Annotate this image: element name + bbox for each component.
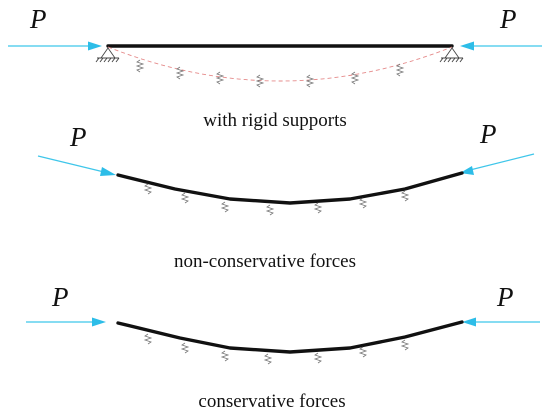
beam-deflected bbox=[116, 320, 464, 354]
force-arrow-right bbox=[460, 41, 542, 51]
spring-foundation-non-conservative bbox=[143, 183, 410, 216]
load-label-right: P bbox=[479, 119, 497, 149]
panel-rigid-supports: P P bbox=[8, 4, 542, 131]
force-arrow-right bbox=[460, 153, 535, 175]
panel-conservative: P P conservative forces bbox=[26, 282, 540, 412]
force-arrow-left bbox=[8, 41, 102, 51]
pin-support-right bbox=[439, 47, 464, 63]
load-label-left: P bbox=[51, 282, 69, 312]
beam-deflected bbox=[116, 171, 464, 205]
deflected-shape bbox=[107, 46, 453, 82]
load-label-left: P bbox=[69, 122, 87, 152]
load-label-left: P bbox=[29, 4, 47, 34]
pin-support-left bbox=[95, 47, 120, 63]
force-arrow-left bbox=[37, 155, 116, 176]
force-arrow-left bbox=[26, 317, 106, 327]
spring-foundation-rigid bbox=[135, 59, 405, 88]
load-label-right: P bbox=[499, 4, 517, 34]
spring-foundation-conservative bbox=[143, 333, 410, 365]
load-label-right: P bbox=[496, 282, 514, 312]
caption-conservative: conservative forces bbox=[198, 391, 345, 412]
caption-non-conservative: non-conservative forces bbox=[174, 251, 356, 272]
caption-rigid-supports: with rigid supports bbox=[203, 110, 347, 131]
panel-non-conservative: P P non-conservative forces bbox=[37, 119, 535, 272]
force-arrow-right bbox=[462, 317, 540, 327]
